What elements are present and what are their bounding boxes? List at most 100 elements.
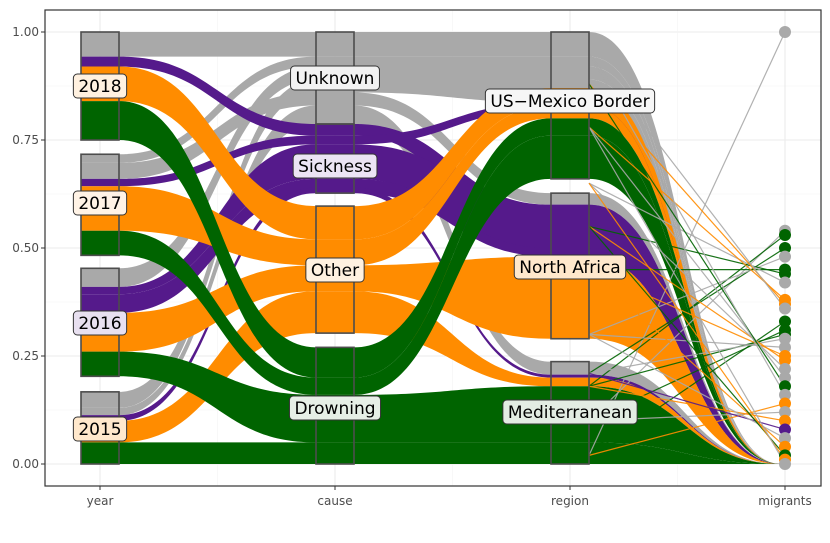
flow-drowning xyxy=(589,135,781,464)
flow-sickness-year-fill xyxy=(81,294,119,313)
flow-other xyxy=(316,206,354,240)
flow-other xyxy=(551,377,589,387)
x-tick-label-year: year xyxy=(87,494,114,508)
flow-unknown xyxy=(316,92,354,106)
label-year-2017: 2017 xyxy=(72,190,128,216)
flow-unknown xyxy=(119,105,316,416)
label-year-2018: 2018 xyxy=(72,73,128,99)
flow-drowning xyxy=(354,386,551,443)
flow-unknown xyxy=(589,56,781,465)
label-region-us-mexico-border: US−Mexico Border xyxy=(484,88,656,114)
migrant-point xyxy=(779,388,791,401)
migrant-point xyxy=(779,440,791,453)
label-text: Unknown xyxy=(296,69,375,89)
migrant-point xyxy=(779,242,791,254)
migrant-point xyxy=(779,380,791,393)
flow-drowning xyxy=(316,442,354,464)
label-box xyxy=(290,65,380,91)
flow-other xyxy=(354,256,551,339)
flow-drowning-year-fill xyxy=(81,351,119,377)
migrant-line xyxy=(588,126,786,301)
flow-sickness-year-fill xyxy=(81,178,119,187)
migrant-line xyxy=(588,126,786,465)
migrant-points xyxy=(779,26,791,470)
flow-unknown xyxy=(119,32,316,57)
label-box xyxy=(513,254,627,280)
flow-unknown xyxy=(551,56,589,67)
flow-drowning xyxy=(551,442,589,464)
flow-sickness xyxy=(316,135,354,145)
flow-drowning xyxy=(119,101,316,378)
flow-unknown-year-fill xyxy=(81,162,119,179)
y-tick-label: 0.50 xyxy=(12,241,39,255)
flow-sickness xyxy=(551,374,589,378)
flow-unknown xyxy=(316,105,354,125)
migrant-point xyxy=(779,406,791,419)
flow-unknown-year-fill xyxy=(81,154,119,163)
label-text: 2015 xyxy=(78,420,121,440)
flow-other xyxy=(119,66,316,240)
flow-drowning xyxy=(551,135,589,179)
flow-drowning-year-fill xyxy=(81,442,119,464)
flow-unknown-year-fill xyxy=(81,391,119,408)
flow-other xyxy=(589,105,781,464)
migrant-point xyxy=(779,26,791,38)
flow-drowning xyxy=(119,230,316,395)
label-region-mediterranean: Mediterranean xyxy=(502,399,638,425)
label-year-2016: 2016 xyxy=(72,310,128,336)
label-box xyxy=(292,153,378,179)
label-box xyxy=(484,88,656,114)
label-text: 2017 xyxy=(78,194,121,214)
flow-sickness xyxy=(119,56,316,136)
flow-unknown xyxy=(589,79,781,465)
migrant-point xyxy=(779,432,791,445)
flow-unknown-year-fill xyxy=(81,268,119,287)
migrant-line xyxy=(588,402,786,456)
migrant-line xyxy=(588,385,786,422)
flow-unknown xyxy=(316,56,354,67)
migrant-point xyxy=(779,362,791,375)
migrant-line xyxy=(588,269,786,357)
flow-drowning xyxy=(354,118,551,378)
migrant-point xyxy=(779,302,791,315)
flow-other xyxy=(354,88,551,240)
flow-unknown xyxy=(119,56,316,163)
migrant-line xyxy=(588,338,786,374)
migrant-point xyxy=(779,423,791,436)
flow-unknown xyxy=(354,32,551,57)
migrant-point xyxy=(779,341,791,354)
y-axis: 0.000.250.500.751.00 xyxy=(12,25,45,471)
flow-drowning xyxy=(354,442,551,464)
label-region-north-africa: North Africa xyxy=(513,254,627,280)
migrant-point xyxy=(779,315,791,328)
flow-unknown xyxy=(551,66,589,80)
flow-drowning xyxy=(119,351,316,443)
migrant-line xyxy=(588,333,786,387)
label-box xyxy=(72,310,128,336)
label-box xyxy=(72,416,128,442)
label-cause-other: Other xyxy=(305,257,365,283)
y-tick-label: 0.25 xyxy=(12,349,39,363)
y-tick-label: 0.00 xyxy=(12,457,39,471)
migrant-point xyxy=(779,371,791,384)
flow-unknown xyxy=(119,66,316,287)
label-text: Sickness xyxy=(298,157,372,177)
flow-other xyxy=(354,291,551,387)
flow-drowning-year-fill xyxy=(81,230,119,256)
migrant-line xyxy=(588,320,786,456)
label-box xyxy=(502,399,638,425)
flow-other xyxy=(354,105,551,266)
flow-unknown xyxy=(354,56,551,67)
migrant-line xyxy=(588,31,786,456)
label-text: US−Mexico Border xyxy=(490,92,649,112)
x-tick-label-region: region xyxy=(551,494,589,508)
flow-sickness-year-fill xyxy=(81,56,119,67)
label-cause-sickness: Sickness xyxy=(292,153,378,179)
migrant-point xyxy=(779,354,791,367)
label-cause-drowning: Drowning xyxy=(288,395,382,421)
migrant-line xyxy=(588,372,786,431)
migrant-line xyxy=(588,333,786,439)
migrant-point xyxy=(779,229,791,242)
